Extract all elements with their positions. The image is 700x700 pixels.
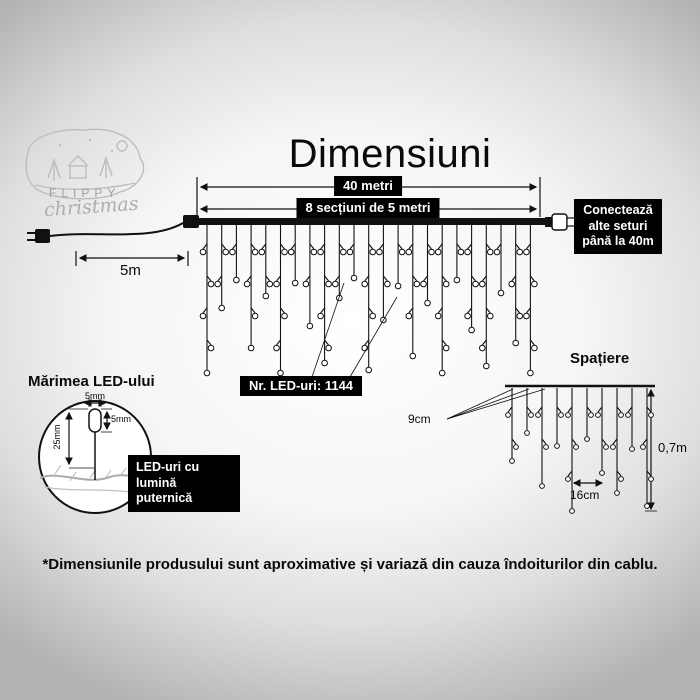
connect-note-box: Conectează alte seturi până la 40m [574,199,662,254]
logo-sketch-icon [25,128,145,200]
footer-disclaimer: *Dimensiunile produsului sunt aproximati… [42,556,658,573]
led-count-pointer-lines [311,282,398,378]
drop-length-label: 0,7m [658,440,687,455]
light-curtain-graphic [199,225,538,377]
led-note-box: LED-uri cu lumină puternică [128,455,240,512]
bulb-spacing-label: 16cm [570,488,600,502]
drop-spacing-label: 9cm [408,412,431,426]
bulb-width-label: 5mm [85,391,105,401]
led-count-box: Nr. LED-uri: 1144 [240,376,363,397]
light-string-wire [183,213,576,231]
power-plug-icon [27,222,184,243]
spacing-curtain-graphic [505,388,654,514]
spacing-diagram [446,384,657,512]
spacing-heading: Spațiere [570,350,630,367]
total-length-label: 40 metri [334,176,402,197]
sections-label: 8 secțiuni de 5 metri [296,198,440,219]
page-title: Dimensiuni [288,132,492,176]
lead-length-dimension [75,251,189,266]
led-size-heading: Mărimea LED-ului [28,373,155,390]
brand-name: FLIPPY [49,186,121,200]
bulb-height-label: 5mm [111,414,131,424]
led-height-label: 25mm [52,424,62,450]
led-size-diagram [38,398,152,514]
lead-length-label: 5m [120,262,141,279]
